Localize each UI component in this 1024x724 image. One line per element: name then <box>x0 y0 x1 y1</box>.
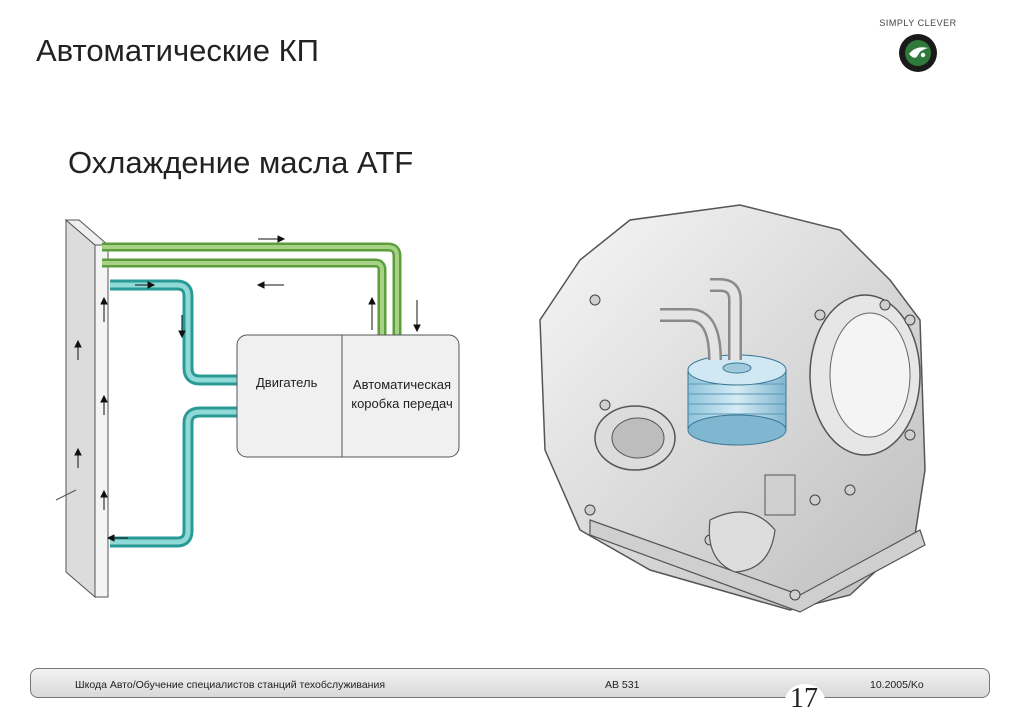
radiator <box>55 218 110 599</box>
footer-date: 10.2005/Ko <box>870 679 924 691</box>
page-title: Автоматические КП <box>36 33 319 68</box>
gearbox-label-line2: коробка передач <box>351 396 453 411</box>
oil-cooler <box>687 354 787 446</box>
page-number: 17 <box>790 683 818 714</box>
footer-bar <box>30 668 990 698</box>
page-number-badge <box>785 684 825 718</box>
coolant-circuit <box>110 279 238 548</box>
footer-code: AB 531 <box>605 679 640 691</box>
skoda-logo-icon <box>899 34 937 72</box>
engine-label: Двигатель <box>256 375 318 390</box>
cooling-schematic <box>55 218 460 599</box>
flow-arrows <box>74 235 421 542</box>
brand-tagline: SIMPLY CLEVER <box>879 18 957 28</box>
gearbox-label-line1: Автоматическая <box>352 377 452 392</box>
footer-course: Шкода Авто/Обучение специалистов станций… <box>75 679 386 691</box>
engine-gearbox-block <box>236 334 460 458</box>
gearbox-label: Автоматическая коробка передач <box>344 375 460 413</box>
slide-subtitle: Охлаждение масла ATF <box>68 145 414 180</box>
brand-block: SIMPLY CLEVER <box>878 18 958 73</box>
gearbox-illustration <box>539 204 926 613</box>
oil-circuit <box>102 242 402 335</box>
